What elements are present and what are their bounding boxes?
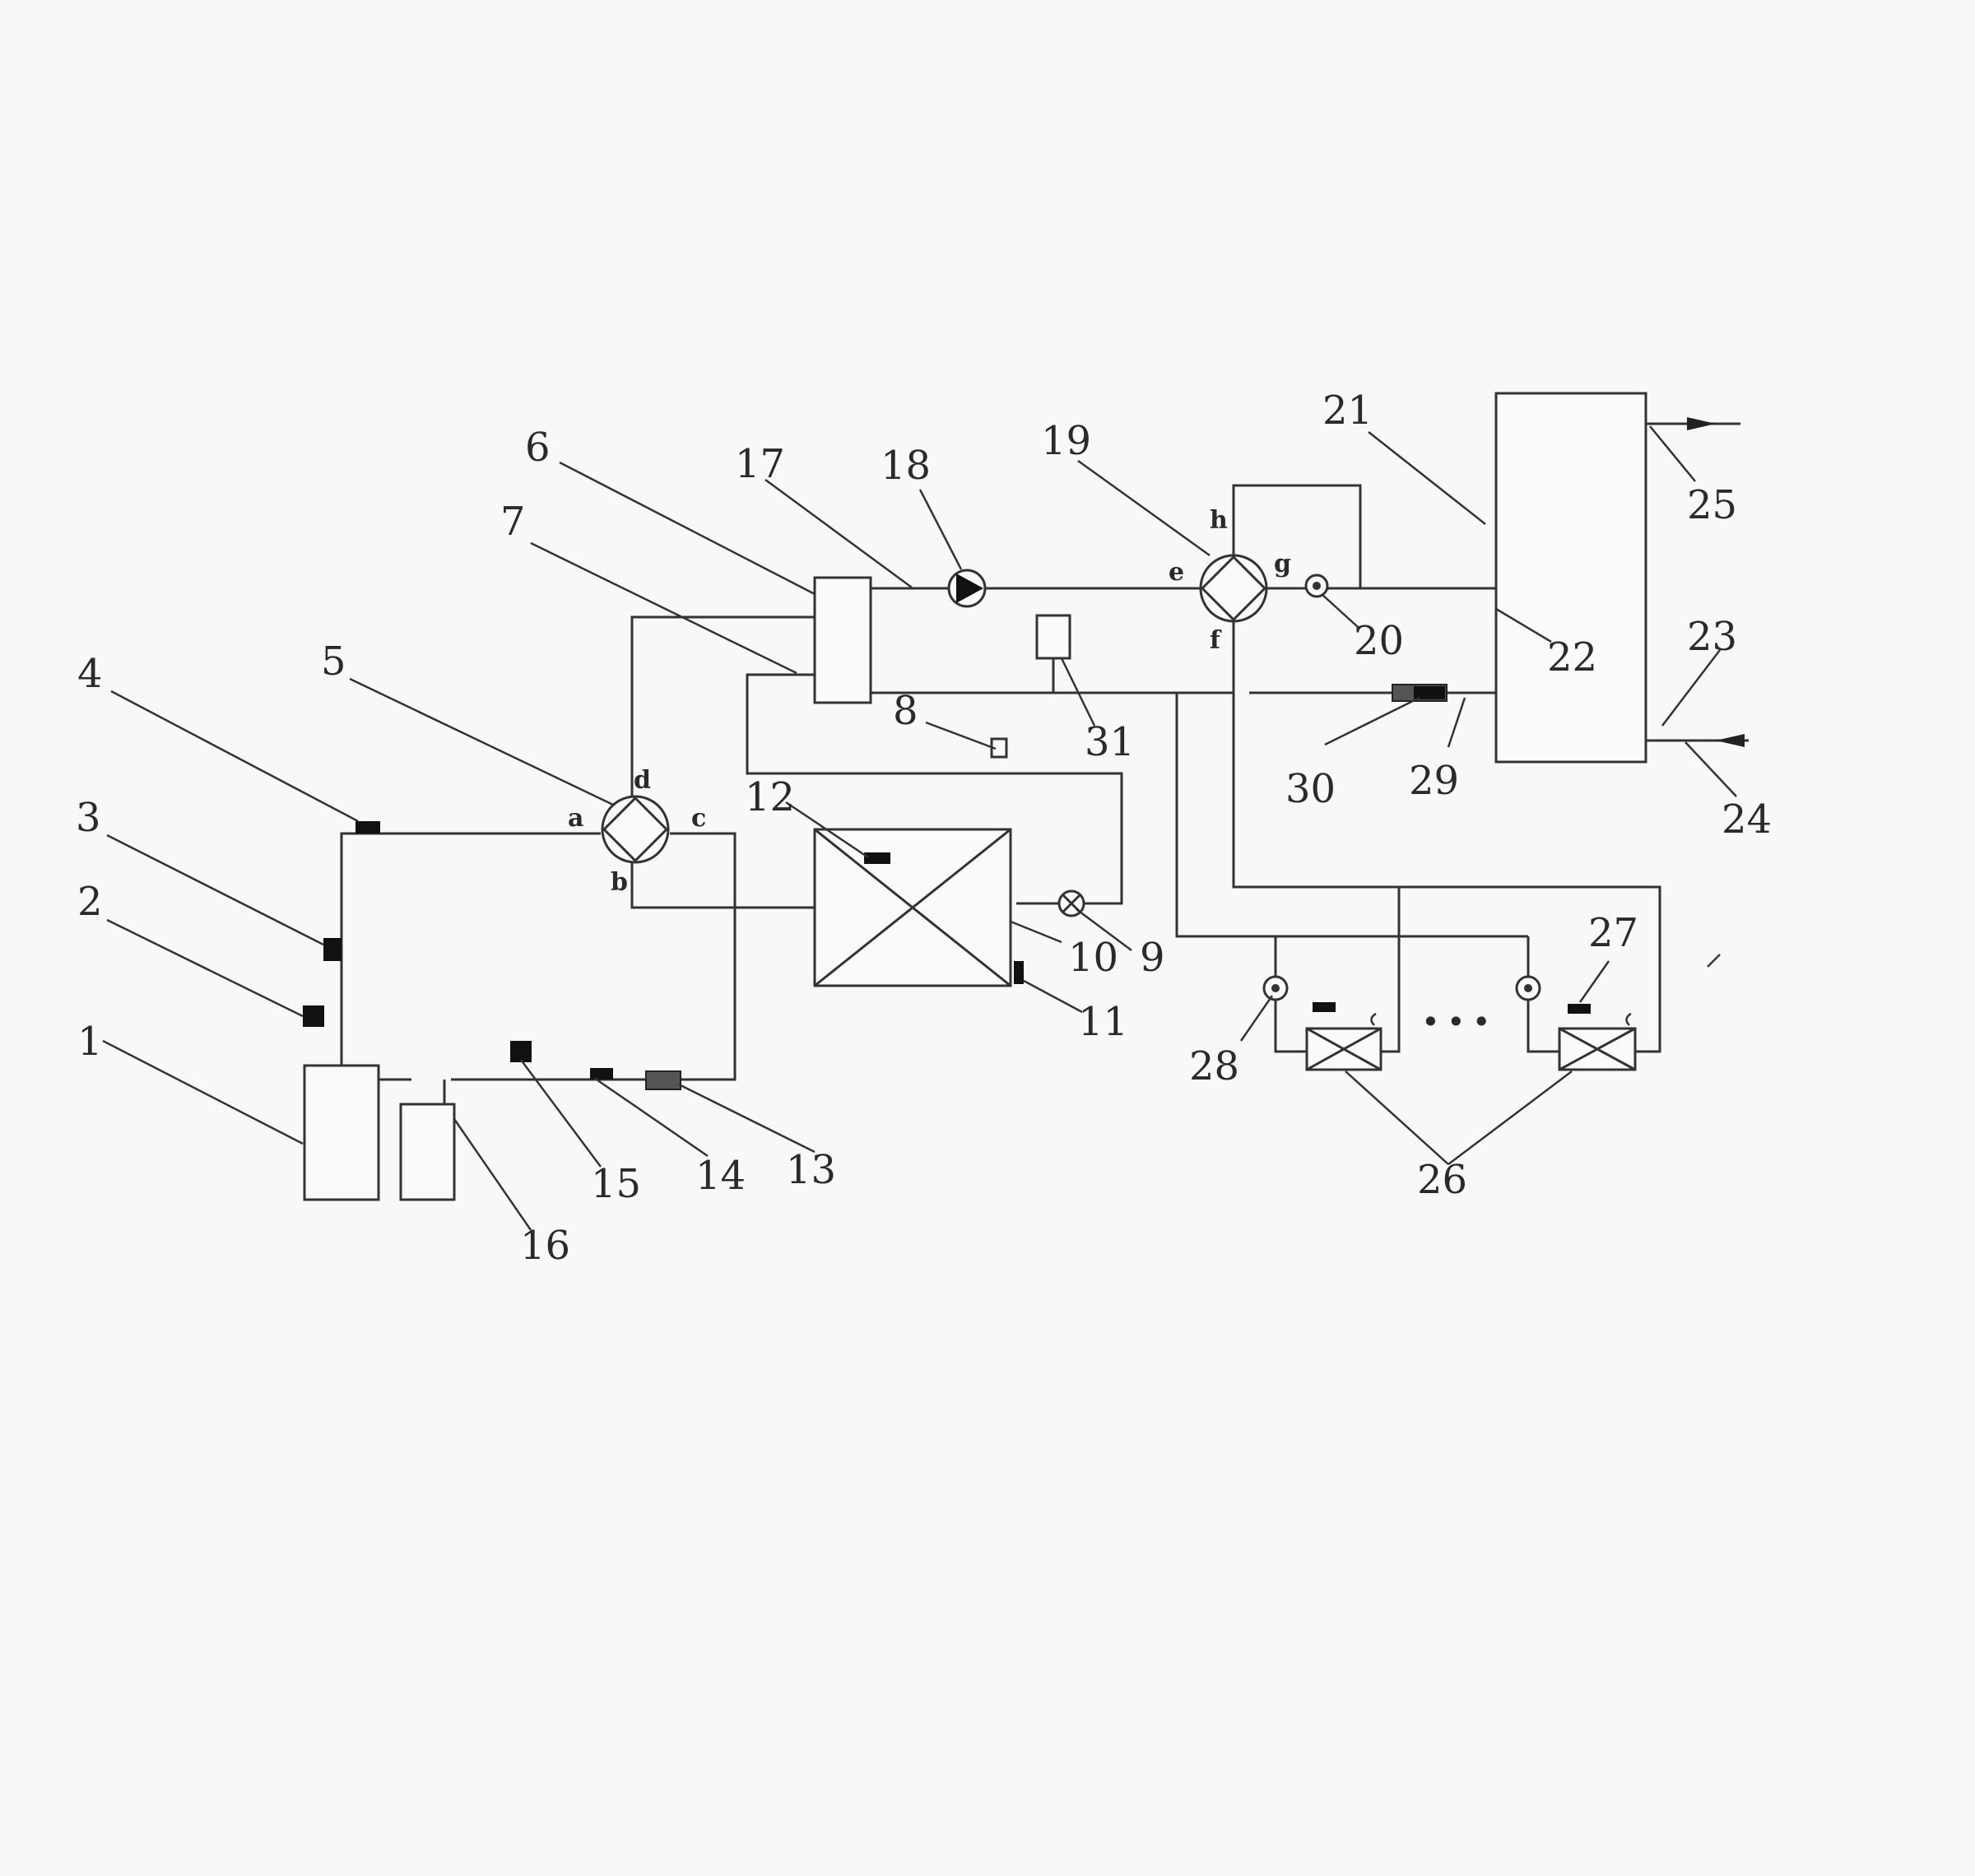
label-19: 19 bbox=[1041, 418, 1091, 464]
label-30: 30 bbox=[1285, 766, 1336, 812]
sensor-2 bbox=[303, 1005, 324, 1027]
plate-heat-exchanger-6 bbox=[813, 576, 872, 704]
sensor-13 bbox=[645, 1070, 681, 1090]
label-31: 31 bbox=[1085, 719, 1135, 765]
components bbox=[303, 392, 1647, 1201]
arrow-25-icon bbox=[1687, 417, 1716, 430]
expansion-tank-31 bbox=[1035, 614, 1071, 660]
terminal-valve-icon bbox=[1515, 975, 1541, 1001]
label-4: 4 bbox=[77, 651, 103, 697]
valve-20-icon bbox=[1304, 573, 1329, 598]
sensor-11 bbox=[1014, 961, 1024, 984]
label-28: 28 bbox=[1189, 1043, 1239, 1089]
port-h: h bbox=[1210, 506, 1228, 535]
leader-lines bbox=[102, 425, 1737, 1231]
label-14: 14 bbox=[695, 1153, 746, 1199]
reference-numerals: 1 2 3 4 5 6 7 8 9 10 11 12 13 14 15 16 1… bbox=[76, 388, 1772, 1269]
label-20: 20 bbox=[1354, 618, 1404, 664]
label-26: 26 bbox=[1417, 1157, 1467, 1203]
label-22: 22 bbox=[1547, 634, 1597, 680]
terminal-valve-28-icon bbox=[1262, 975, 1289, 1001]
sensor-14 bbox=[590, 1068, 613, 1080]
label-24: 24 bbox=[1722, 796, 1772, 843]
port-g: g bbox=[1274, 550, 1291, 578]
port-b: b bbox=[611, 868, 628, 897]
label-11: 11 bbox=[1078, 999, 1128, 1045]
label-15: 15 bbox=[591, 1161, 641, 1207]
four-way-valve-19 bbox=[1199, 554, 1268, 623]
sensor-4 bbox=[356, 821, 380, 834]
arrow-24-icon bbox=[1716, 734, 1745, 747]
label-21: 21 bbox=[1322, 388, 1373, 434]
compressor-1 bbox=[303, 1064, 380, 1201]
water-tank-21 bbox=[1494, 392, 1647, 764]
label-7: 7 bbox=[500, 499, 526, 545]
sensor-27 bbox=[1568, 1004, 1591, 1014]
label-8: 8 bbox=[893, 688, 918, 734]
port-f: f bbox=[1210, 626, 1222, 655]
separator-16 bbox=[399, 1103, 456, 1201]
port-c: c bbox=[691, 804, 706, 833]
label-23: 23 bbox=[1687, 614, 1737, 660]
label-29: 29 bbox=[1409, 758, 1459, 804]
water-pump-18-icon bbox=[947, 569, 987, 608]
label-16: 16 bbox=[520, 1223, 570, 1269]
port-a: a bbox=[568, 804, 583, 833]
label-5: 5 bbox=[321, 638, 346, 685]
sensor-27-left bbox=[1313, 1002, 1336, 1012]
label-18: 18 bbox=[881, 443, 931, 489]
ellipsis: ··· bbox=[1422, 993, 1499, 1051]
port-d: d bbox=[634, 766, 651, 795]
filter-30-core bbox=[1414, 686, 1445, 699]
label-17: 17 bbox=[735, 441, 785, 487]
label-13: 13 bbox=[786, 1147, 836, 1193]
sensor-12 bbox=[864, 852, 890, 864]
label-9: 9 bbox=[1140, 935, 1165, 981]
sensor-3 bbox=[323, 938, 342, 961]
label-1: 1 bbox=[77, 1019, 103, 1065]
four-way-valve-5 bbox=[601, 795, 670, 864]
port-letters: a b c d e f g h bbox=[568, 506, 1291, 897]
piping bbox=[340, 422, 1749, 1104]
label-25: 25 bbox=[1687, 482, 1737, 528]
terminal-unit-26-right bbox=[1558, 1027, 1637, 1071]
flow-arrows bbox=[1687, 417, 1745, 747]
label-27: 27 bbox=[1588, 910, 1638, 956]
terminal-unit-26-left bbox=[1305, 1027, 1382, 1071]
label-2: 2 bbox=[77, 879, 103, 925]
label-10: 10 bbox=[1068, 935, 1118, 981]
sensors bbox=[303, 821, 1591, 1090]
label-6: 6 bbox=[525, 425, 551, 471]
sensor-15 bbox=[510, 1041, 532, 1062]
outdoor-heat-exchanger-12 bbox=[813, 828, 1012, 987]
label-3: 3 bbox=[76, 795, 101, 841]
label-12: 12 bbox=[745, 774, 795, 820]
port-e: e bbox=[1169, 558, 1184, 587]
